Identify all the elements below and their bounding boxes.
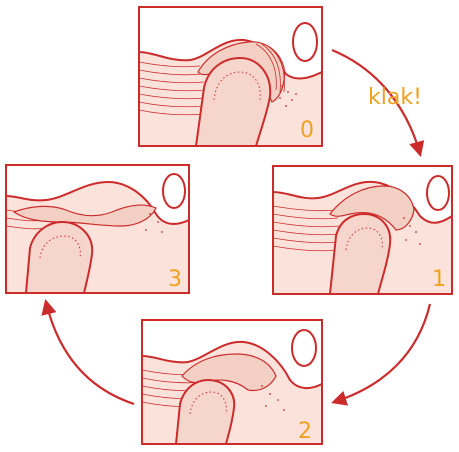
arrow-2-to-3: [46, 302, 134, 404]
panel-stage-3: 3: [6, 165, 189, 293]
panel-stage-0: 0: [139, 7, 322, 146]
stage-label-3: 3: [168, 267, 182, 292]
sound-label: klak!: [368, 85, 422, 110]
stage-label-1: 1: [432, 267, 446, 292]
stage-label-2: 2: [298, 419, 312, 444]
panel-stage-2: 2: [142, 320, 322, 444]
panel-stage-1: 1: [273, 166, 452, 294]
arrow-1-to-2: [334, 304, 430, 402]
stage-label-0: 0: [300, 118, 314, 143]
